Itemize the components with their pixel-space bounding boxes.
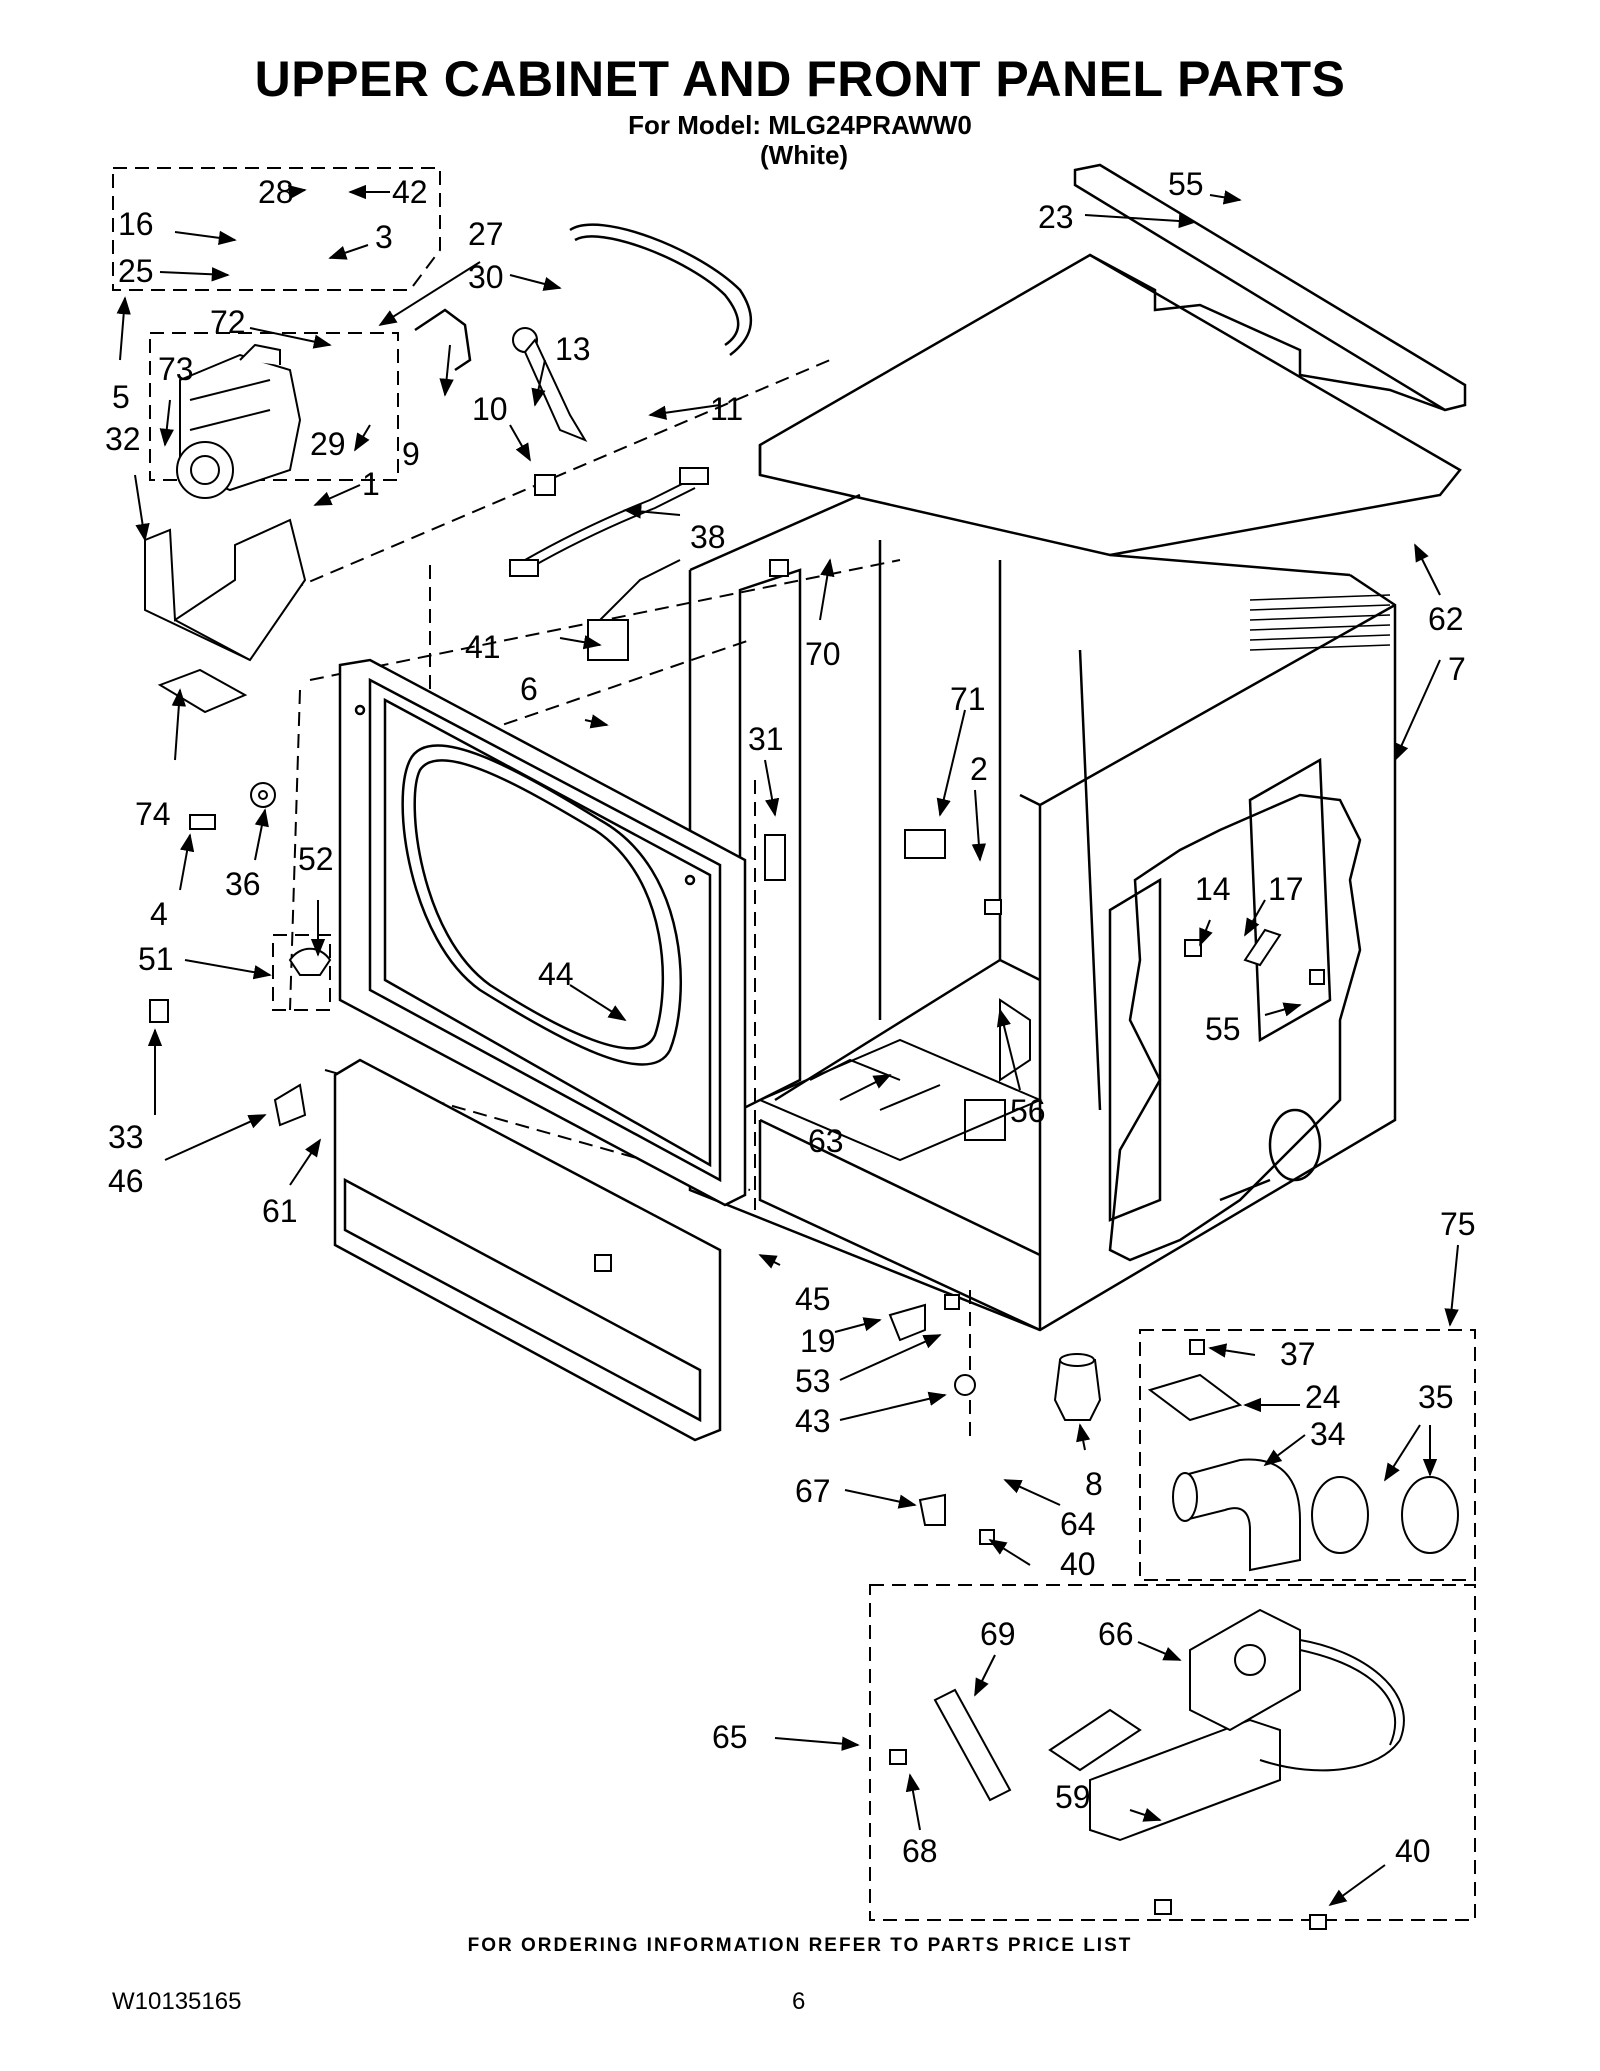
- top-rear-rail: [1073, 163, 1467, 412]
- part-label: 36: [225, 866, 261, 902]
- part-label: 4: [150, 896, 168, 932]
- leveling-leg: [1053, 1353, 1102, 1421]
- part-number-labels: 28 42 16 3 27 25 30 23 55 72 73 13 5 11 …: [105, 166, 1476, 1869]
- part-label: 13: [555, 331, 591, 367]
- part-label: 28: [258, 174, 294, 210]
- part-label: 66: [1098, 1616, 1134, 1652]
- part-label: 67: [795, 1473, 831, 1509]
- document-number: W10135165: [112, 1988, 242, 2015]
- part-label: 23: [1038, 199, 1074, 235]
- exhaust-elbow: [1172, 1458, 1301, 1572]
- group-box-top-left: [112, 167, 441, 291]
- part-label: 1: [362, 466, 380, 502]
- part-label: 46: [108, 1163, 144, 1199]
- group-box-motor: [149, 332, 399, 481]
- cabinet-base: [757, 998, 1043, 1162]
- part-label: 73: [158, 351, 194, 387]
- gas-burner-assembly: [1048, 1608, 1405, 1842]
- idler-arm: [512, 327, 588, 443]
- part-label: 75: [1440, 1206, 1476, 1242]
- part-label: 8: [1085, 1466, 1103, 1502]
- exhaust-caps: [1311, 1476, 1459, 1554]
- part-label: 27: [468, 216, 504, 252]
- motor-clamp: [414, 308, 472, 372]
- part-label: 63: [808, 1123, 844, 1159]
- part-label: 29: [310, 426, 346, 462]
- motor-mount: [144, 518, 307, 662]
- part-label: 71: [950, 681, 986, 717]
- part-label: 70: [805, 636, 841, 672]
- part-label: 9: [402, 436, 420, 472]
- part-label: 43: [795, 1403, 831, 1439]
- part-label: 69: [980, 1616, 1016, 1652]
- part-label: 35: [1418, 1379, 1454, 1415]
- part-label: 17: [1268, 871, 1304, 907]
- part-label: 33: [108, 1119, 144, 1155]
- part-label: 74: [135, 796, 171, 832]
- part-label: 55: [1205, 1011, 1241, 1047]
- group-box-75: [1139, 1329, 1476, 1581]
- part-label: 53: [795, 1363, 831, 1399]
- part-label: 34: [1310, 1416, 1346, 1452]
- part-label: 40: [1395, 1833, 1431, 1869]
- part-label: 37: [1280, 1336, 1316, 1372]
- drive-motor: [176, 343, 302, 499]
- part-label: 61: [262, 1193, 298, 1229]
- part-label: 7: [1448, 651, 1466, 687]
- part-label: 6: [520, 671, 538, 707]
- group-box-51: [272, 934, 331, 1011]
- part-label: 51: [138, 941, 174, 977]
- part-label: 25: [118, 253, 154, 289]
- instruction-tag: [157, 668, 248, 714]
- part-label: 38: [690, 519, 726, 555]
- part-label: 55: [1168, 166, 1204, 202]
- part-label: 32: [105, 421, 141, 457]
- part-label: 10: [472, 391, 508, 427]
- toe-panel: [333, 1058, 722, 1442]
- part-label: 11: [710, 391, 743, 427]
- part-label: 24: [1305, 1379, 1341, 1415]
- part-label: 2: [970, 751, 988, 787]
- part-label: 59: [1055, 1779, 1091, 1815]
- part-label: 31: [748, 721, 784, 757]
- front-panel: [338, 658, 747, 1207]
- group-box-65: [869, 1584, 1476, 1921]
- part-label: 3: [375, 219, 393, 255]
- page-title: UPPER CABINET AND FRONT PANEL PARTS: [254, 51, 1346, 107]
- ordering-note: FOR ORDERING INFORMATION REFER TO PARTS …: [467, 1935, 1133, 1956]
- wire-harness: [509, 467, 709, 661]
- part-label: 72: [210, 304, 246, 340]
- cabinet-top-panel: [758, 253, 1462, 557]
- part-label: 5: [112, 379, 130, 415]
- part-label: 45: [795, 1281, 831, 1317]
- model-line: For Model: MLG24PRAWW0: [628, 110, 972, 140]
- part-label: 16: [118, 206, 154, 242]
- small-parts: [149, 474, 1327, 1930]
- page-number: 6: [792, 1988, 806, 2015]
- part-label: 68: [902, 1833, 938, 1869]
- part-label: 64: [1060, 1506, 1096, 1542]
- part-label: 62: [1428, 601, 1464, 637]
- leader-lines: [116, 184, 1459, 1907]
- color-line: (White): [760, 140, 849, 170]
- part-label: 65: [712, 1719, 748, 1755]
- part-label: 52: [298, 841, 334, 877]
- part-label: 56: [1010, 1093, 1046, 1129]
- drum-belt: [569, 223, 753, 356]
- part-label: 41: [465, 629, 501, 665]
- part-label: 30: [468, 259, 504, 295]
- cabinet-vents: [1249, 594, 1391, 651]
- igniter: [933, 1688, 1012, 1802]
- cabinet-body: [688, 493, 1397, 1332]
- part-label: 19: [800, 1323, 836, 1359]
- part-label: 40: [1060, 1546, 1096, 1582]
- access-plate: [1147, 1373, 1243, 1422]
- part-label: 44: [538, 956, 574, 992]
- part-label: 14: [1195, 871, 1231, 907]
- part-label: 42: [392, 174, 428, 210]
